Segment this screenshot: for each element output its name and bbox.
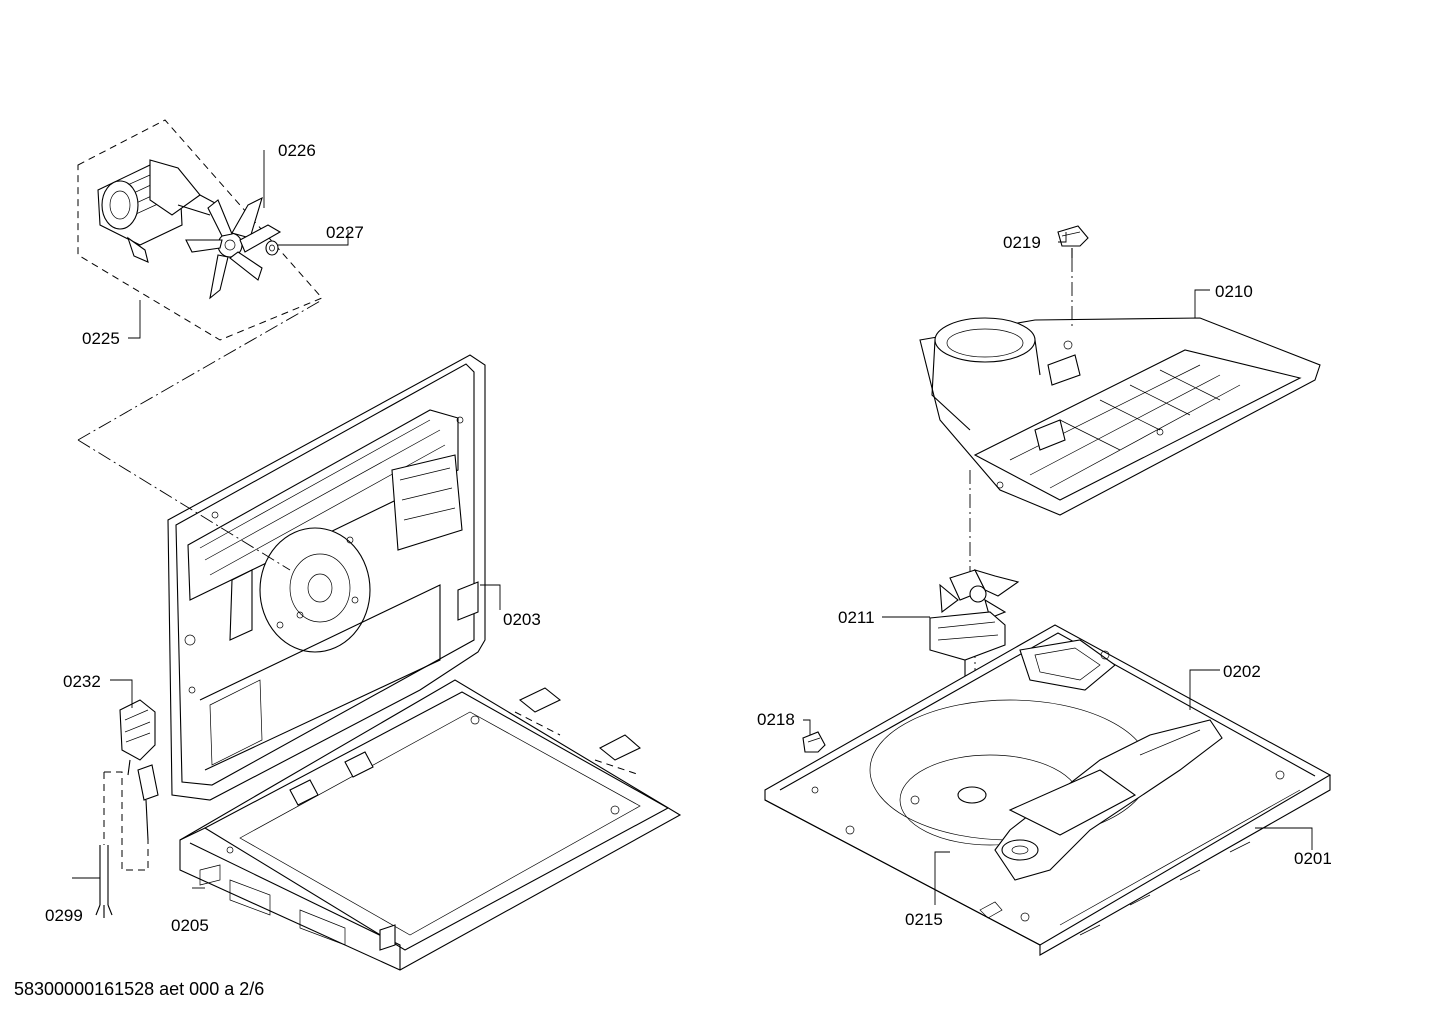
connector-0232	[119, 699, 156, 776]
part-label-0218: 0218	[757, 710, 795, 729]
part-label-0225: 0225	[82, 329, 120, 348]
part-label-0203: 0203	[503, 610, 541, 629]
sensor-0219	[1057, 225, 1089, 258]
part-label-0219: 0219	[1003, 233, 1041, 252]
fan-motor-0225	[97, 159, 216, 263]
part-label-0201: 0201	[1294, 849, 1332, 868]
fan-motor-assembly	[77, 119, 323, 341]
part-label-0205: 0205	[171, 916, 209, 935]
bottom-tray-0205	[179, 679, 682, 971]
cable-route	[103, 771, 149, 871]
part-label-0227: 0227	[326, 223, 364, 242]
rear-panel-0203	[167, 354, 486, 801]
fan-impeller-0226	[185, 196, 282, 300]
part-label-0215: 0215	[905, 910, 943, 929]
fan-duct-housing-0210	[919, 317, 1321, 516]
sensor-mount-0215	[957, 786, 1039, 861]
cable-0299	[95, 845, 113, 918]
document-id-footer: 58300000161528 aet 000 a 2/6	[14, 979, 265, 999]
cooling-fan-0211	[929, 569, 1020, 680]
base-plate-0201	[764, 624, 1332, 956]
projection-line	[969, 258, 1073, 760]
part-label-0210: 0210	[1215, 282, 1253, 301]
part-label-0211: 0211	[838, 608, 875, 627]
fan-nut-0227	[265, 240, 279, 256]
part-label-0299: 0299	[45, 906, 83, 925]
part-label-0202: 0202	[1223, 662, 1261, 681]
cable-plug	[137, 764, 159, 841]
part-label-0226: 0226	[278, 141, 316, 160]
leader-lines	[72, 150, 1313, 905]
clip-0218	[802, 731, 826, 753]
cover-plate-0202	[994, 719, 1223, 881]
part-label-0232: 0232	[63, 672, 101, 691]
projection-line	[77, 299, 323, 571]
assembly-boundary	[77, 119, 323, 341]
